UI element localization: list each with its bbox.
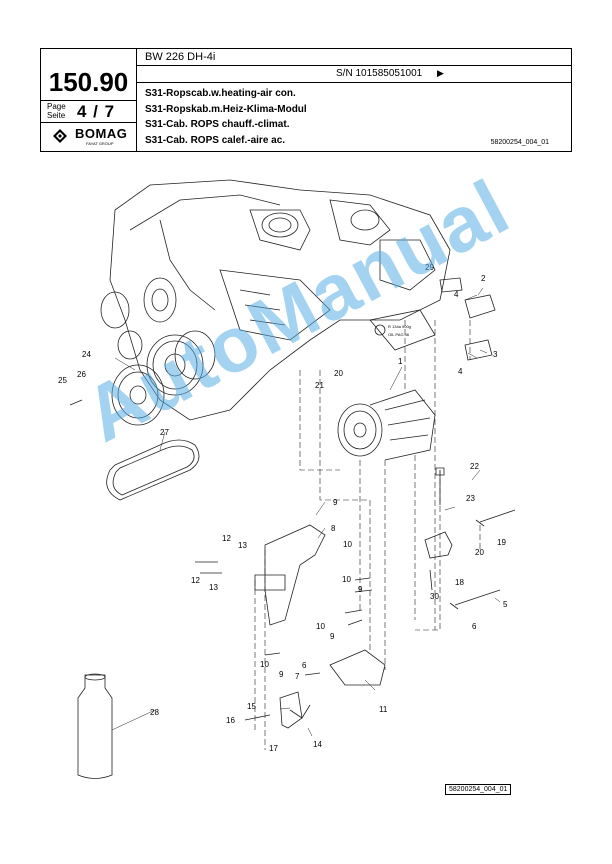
callout-29: 29 xyxy=(425,263,434,272)
engine-outline xyxy=(109,179,451,421)
callout-7: 7 xyxy=(295,672,300,681)
section-titles: S31-Ropscab.w.heating-air con. S31-Ropsk… xyxy=(145,86,307,148)
page-label: Page Seite xyxy=(47,102,66,120)
header-divider xyxy=(136,65,571,66)
callout-20: 20 xyxy=(475,548,484,557)
callout-5: 5 xyxy=(503,600,508,609)
callout-24: 24 xyxy=(82,350,91,359)
serial-arrow-icon[interactable]: ▶ xyxy=(437,68,444,78)
callout-12: 12 xyxy=(191,576,200,585)
title-de: S31-Ropskab.m.Heiz-Klima-Modul xyxy=(145,103,307,115)
logo-subtext: FAYAT GROUP xyxy=(86,141,114,146)
callout-1: 1 xyxy=(398,357,403,366)
callout-26: 26 xyxy=(77,370,86,379)
label-plate-line-1: R 134a 900g xyxy=(388,324,411,329)
page-number: 4 / 7 xyxy=(77,102,116,121)
callout-11: 11 xyxy=(379,705,388,714)
callout-10: 10 xyxy=(260,660,269,669)
callout-27: 27 xyxy=(160,428,169,437)
footer-drawing-reference: 58200254_004_01 xyxy=(445,784,512,795)
logo-text: BOMAG xyxy=(75,126,128,141)
callout-4: 4 xyxy=(458,367,463,376)
callout-13: 13 xyxy=(238,541,247,550)
header-divider xyxy=(136,49,137,151)
label-plate-line-2: OIL PAG 46 xyxy=(388,332,410,337)
model-name: BW 226 DH-4i xyxy=(145,51,216,63)
callout-8: 8 xyxy=(331,524,336,533)
callout-9: 9 xyxy=(279,670,284,679)
parts-diagram: R 134a 900g OIL PAG 46 xyxy=(69,179,516,779)
callout-16: 16 xyxy=(226,716,235,725)
serial-number: S/N 101585051001 xyxy=(336,68,423,79)
callout-9: 9 xyxy=(333,498,338,507)
callout-15: 15 xyxy=(247,702,256,711)
callout-22: 22 xyxy=(470,462,479,471)
callout-6: 6 xyxy=(302,661,307,670)
header-divider xyxy=(41,100,136,101)
document-number: 150.90 xyxy=(48,67,129,97)
callout-21: 21 xyxy=(315,381,324,390)
callout-19: 19 xyxy=(497,538,506,547)
callout-10: 10 xyxy=(342,575,351,584)
callout-17: 17 xyxy=(269,744,278,753)
title-fr: S31-Cab. ROPS chauff.-climat. xyxy=(145,119,290,130)
callout-14: 14 xyxy=(313,740,322,749)
bomag-diamond-icon xyxy=(53,129,67,143)
callout-2: 2 xyxy=(481,274,486,283)
callout-12: 12 xyxy=(222,534,231,543)
callout-28: 28 xyxy=(150,708,159,717)
callout-13: 13 xyxy=(209,583,218,592)
callout-9: 9 xyxy=(358,585,363,594)
callout-23: 23 xyxy=(466,494,475,503)
callout-18: 18 xyxy=(455,578,464,587)
callout-10: 10 xyxy=(343,540,352,549)
header-divider xyxy=(136,82,571,83)
drawing-reference: 58200254_004_01 xyxy=(490,139,549,146)
callout-6: 6 xyxy=(472,622,477,631)
title-es: S31-Cab. ROPS calef.-aire ac. xyxy=(145,134,286,146)
page-label-de: Seite xyxy=(47,111,66,120)
callout-9: 9 xyxy=(330,632,335,641)
callout-4: 4 xyxy=(454,290,459,299)
title-en: S31-Ropscab.w.heating-air con. xyxy=(145,88,296,99)
bomag-logo: BOMAG FAYAT GROUP xyxy=(51,126,131,150)
page-label-en: Page xyxy=(47,102,66,111)
header-divider xyxy=(41,122,136,123)
callout-3: 3 xyxy=(493,350,498,359)
callout-20: 20 xyxy=(334,369,343,378)
callout-10: 10 xyxy=(316,622,325,631)
callout-30: 30 xyxy=(430,592,439,601)
header-table: BW 226 DH-4i 150.90 Page Seite 4 / 7 S/N… xyxy=(40,48,572,152)
callout-25: 25 xyxy=(58,376,67,385)
